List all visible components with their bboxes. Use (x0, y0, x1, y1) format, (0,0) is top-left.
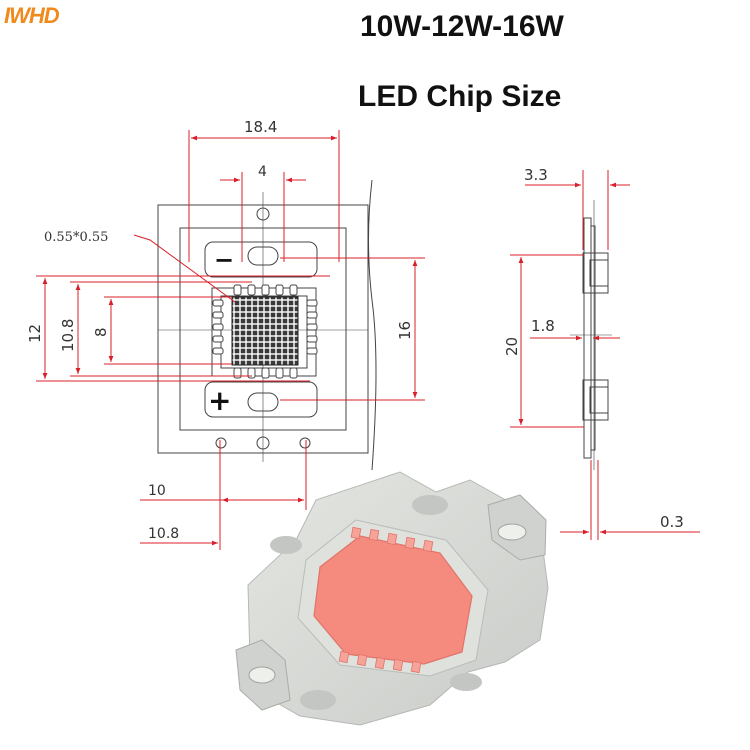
dim-bottom-10: 10 (148, 483, 166, 499)
dim-mid-18: 1.8 (531, 317, 555, 335)
side-dimensions (510, 170, 700, 540)
front-dimensions (36, 130, 425, 550)
dim-width-outer: 18.4 (244, 118, 277, 136)
dim-thickness-top: 3.3 (524, 166, 548, 184)
dim-height-20: 20 (503, 337, 521, 356)
dim-width-center: 4 (258, 164, 267, 180)
chip-emitter-photo (313, 535, 473, 665)
polarity-plus: + (208, 384, 231, 417)
dim-bottom-108: 10.8 (148, 526, 179, 542)
side-view-outline (570, 200, 612, 470)
title-power-range: 10W-12W-16W (360, 10, 564, 43)
front-dimension-labels: 18.4 4 0.55*0.55 12 10.8 8 16 10 10.8 (26, 118, 414, 542)
dim-height-8: 8 (92, 327, 110, 337)
dim-height-108: 10.8 (59, 319, 77, 352)
dim-pad-size: 0.55*0.55 (44, 230, 108, 245)
dim-height-16: 16 (396, 321, 414, 340)
title-chip-size: LED Chip Size (358, 80, 562, 113)
led-chip-photo (235, 471, 549, 726)
side-dimension-labels: 3.3 20 1.8 0.3 (503, 166, 684, 531)
polarity-minus: − (214, 246, 234, 274)
brand-logo: IWHD (4, 3, 60, 28)
dim-height-12: 12 (26, 324, 44, 343)
chip-emitter-grid (231, 296, 299, 366)
dim-bottom-03: 0.3 (660, 513, 684, 531)
